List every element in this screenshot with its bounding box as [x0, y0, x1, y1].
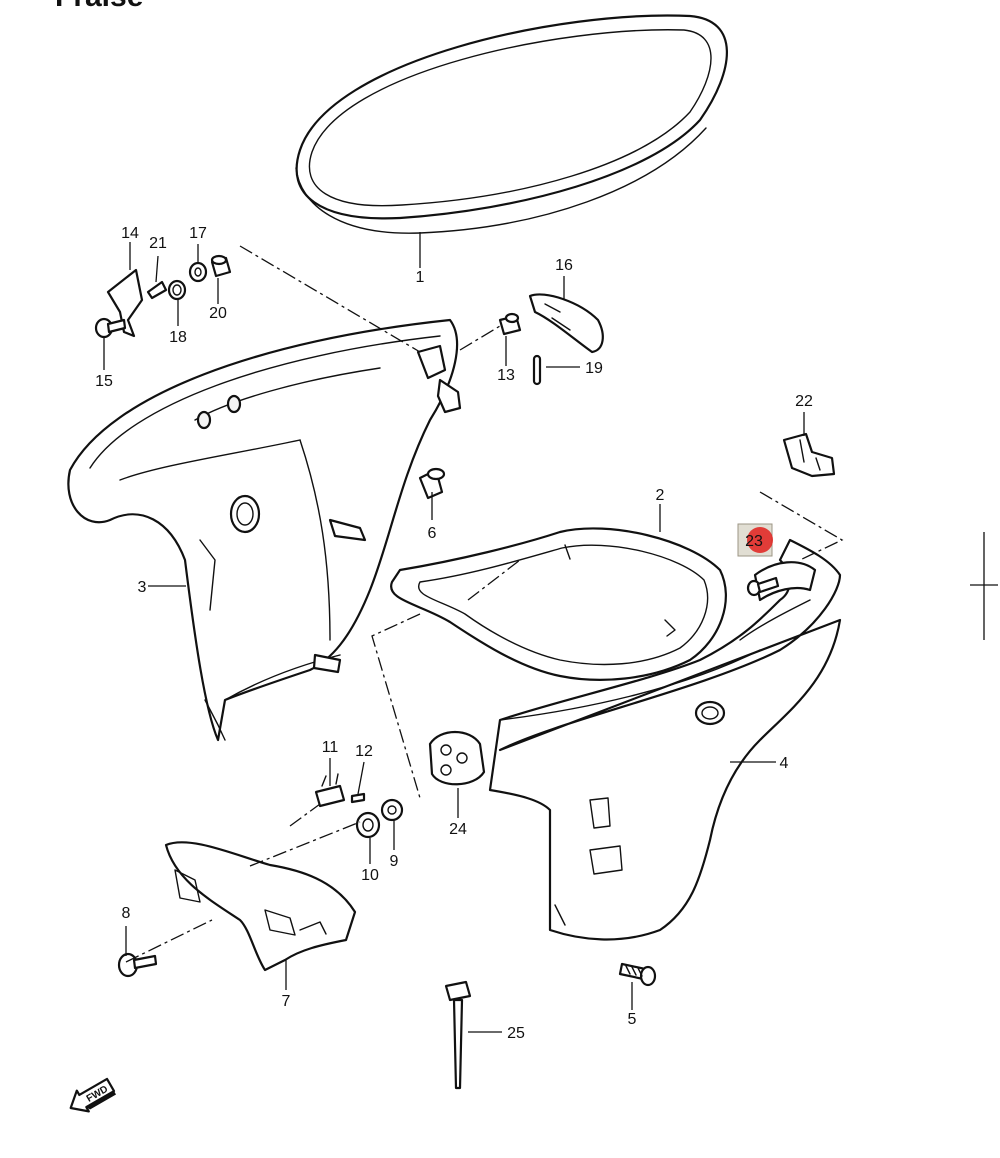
grommet-9-part — [380, 798, 404, 822]
leader-lines — [103, 232, 844, 1033]
callout-2[interactable]: 2 — [656, 487, 665, 504]
callout-18[interactable]: 18 — [169, 329, 187, 346]
cable-tie-25-part — [444, 980, 472, 1090]
callout-15[interactable]: 15 — [95, 373, 113, 390]
callout-25[interactable]: 25 — [507, 1025, 525, 1042]
callout-21[interactable]: 21 — [149, 235, 167, 252]
callout-8[interactable]: 8 — [122, 905, 131, 922]
callout-10[interactable]: 10 — [361, 867, 379, 884]
collar-6-part — [418, 467, 446, 500]
screw-5-part — [618, 962, 657, 987]
pin-19-part — [532, 354, 542, 386]
callout-7[interactable]: 7 — [282, 993, 291, 1010]
bushing-10-part — [355, 811, 381, 839]
callout-4[interactable]: 4 — [780, 755, 789, 772]
ring-18-part — [167, 279, 187, 301]
front-cover-7-part — [164, 841, 357, 972]
clip-13-part — [498, 312, 522, 336]
callout-1[interactable]: 1 — [416, 269, 425, 286]
latch-22-part — [782, 432, 836, 478]
callout-14[interactable]: 14 — [121, 225, 139, 242]
bracket-11-part — [314, 773, 346, 808]
callout-16[interactable]: 16 — [555, 257, 573, 274]
callout-22[interactable]: 22 — [795, 393, 813, 410]
callout-6[interactable]: 6 — [428, 525, 437, 542]
callout-23[interactable]: 23 — [745, 533, 763, 550]
bushing-20-part — [210, 254, 232, 278]
right-side-cover-part — [488, 538, 842, 941]
callout-5[interactable]: 5 — [628, 1011, 637, 1028]
washer-17-part — [188, 261, 208, 283]
callout-12[interactable]: 12 — [355, 743, 373, 760]
highlight-marker-dot[interactable] — [747, 527, 773, 553]
bolt-23-part — [746, 576, 780, 597]
screw-12-part — [350, 792, 366, 804]
page-title: Fraise — [55, 0, 143, 13]
cover-seal-part — [295, 14, 728, 234]
fwd-arrow-icon: FWD — [69, 1077, 117, 1113]
pin-21-part — [146, 280, 168, 300]
bolt-8-part — [117, 952, 158, 978]
lower-seal-part — [390, 527, 727, 681]
left-side-cover-part — [67, 318, 462, 742]
grommet-24-part — [428, 731, 486, 786]
screw-15-part — [94, 317, 127, 339]
callout-19[interactable]: 19 — [585, 360, 603, 377]
callout-24[interactable]: 24 — [449, 821, 467, 838]
lever-14-part — [106, 268, 144, 338]
callout-13[interactable]: 13 — [497, 367, 515, 384]
callout-9[interactable]: 9 — [390, 853, 399, 870]
callout-3[interactable]: 3 — [138, 579, 147, 596]
callout-17[interactable]: 17 — [189, 225, 207, 242]
callout-20[interactable]: 20 — [209, 305, 227, 322]
callout-11[interactable]: 11 — [322, 739, 339, 756]
latch-handle-16-part — [528, 293, 604, 354]
